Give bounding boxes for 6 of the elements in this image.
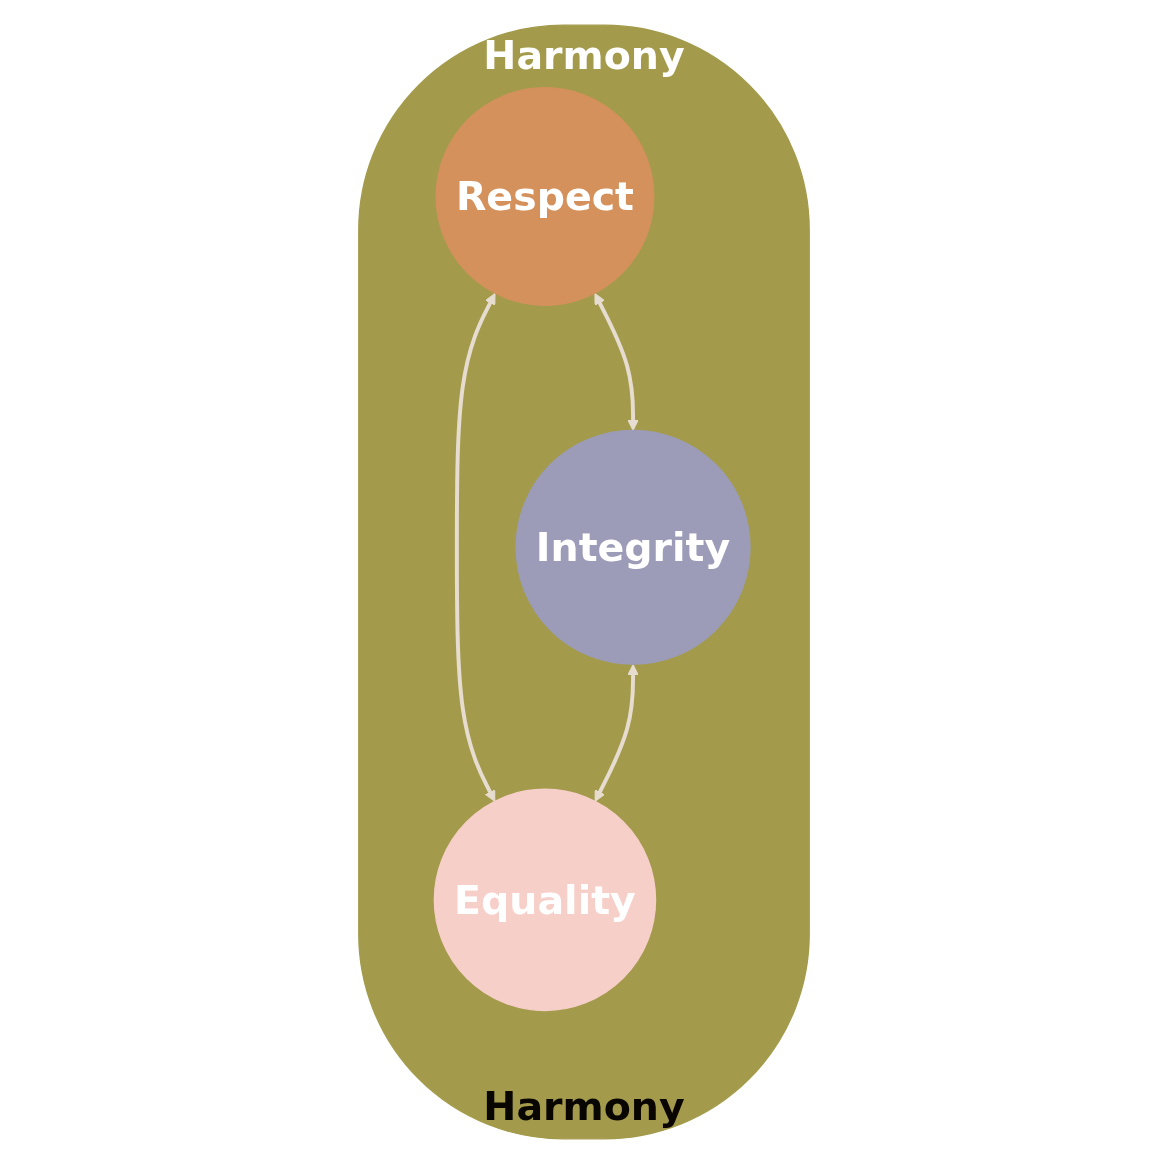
- node-circle: Integrity: [514, 429, 751, 665]
- arrow: [594, 663, 639, 802]
- group-title: Harmony: [482, 1082, 685, 1129]
- arrow: [593, 292, 639, 431]
- node-circle: Respect: [435, 86, 654, 306]
- arrow: [454, 292, 495, 802]
